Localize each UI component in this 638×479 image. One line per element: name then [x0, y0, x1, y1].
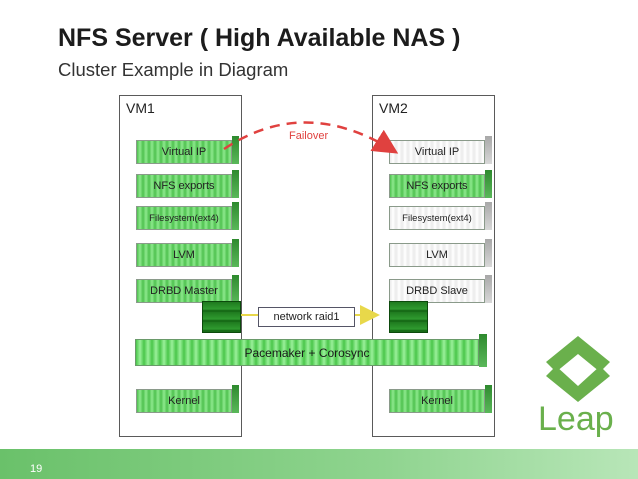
vm1-drbd-block: DRBD Master — [136, 275, 239, 303]
vm1-lvm-block: LVM — [136, 239, 239, 267]
page-title: NFS Server ( High Available NAS ) — [58, 24, 461, 52]
vm1-virtual-ip-block: Virtual IP — [136, 136, 239, 164]
vm1-nfs-exports-block: NFS exports — [136, 170, 239, 198]
vm1-label: VM1 — [126, 100, 155, 116]
vm1-filesystem-block: Filesystem(ext4) — [136, 202, 239, 230]
vm2-lvm-block: LVM — [389, 239, 492, 267]
vm2-filesystem-block: Filesystem(ext4) — [389, 202, 492, 230]
vm2-kernel-block: Kernel — [389, 385, 492, 413]
vm2-label: VM2 — [379, 100, 408, 116]
network-raid-label: network raid1 — [258, 307, 355, 327]
vm1-drbd-disk — [202, 301, 241, 333]
vm2-drbd-disk — [389, 301, 428, 333]
failover-label: Failover — [289, 130, 329, 142]
page-subtitle: Cluster Example in Diagram — [58, 59, 289, 80]
pacemaker-corosync-bar: Pacemaker + Corosync — [135, 334, 487, 367]
leap-logo: Leap — [538, 332, 618, 442]
vm2-virtual-ip-block: Virtual IP — [389, 136, 492, 164]
page-number: 19 — [30, 463, 43, 475]
footer-bar — [0, 449, 638, 479]
vm2-drbd-block: DRBD Slave — [389, 275, 492, 303]
failover-arrow — [223, 121, 399, 154]
vm2-nfs-exports-block: NFS exports — [389, 170, 492, 198]
vm1-kernel-block: Kernel — [136, 385, 239, 413]
leap-logo-text: Leap — [538, 400, 614, 437]
